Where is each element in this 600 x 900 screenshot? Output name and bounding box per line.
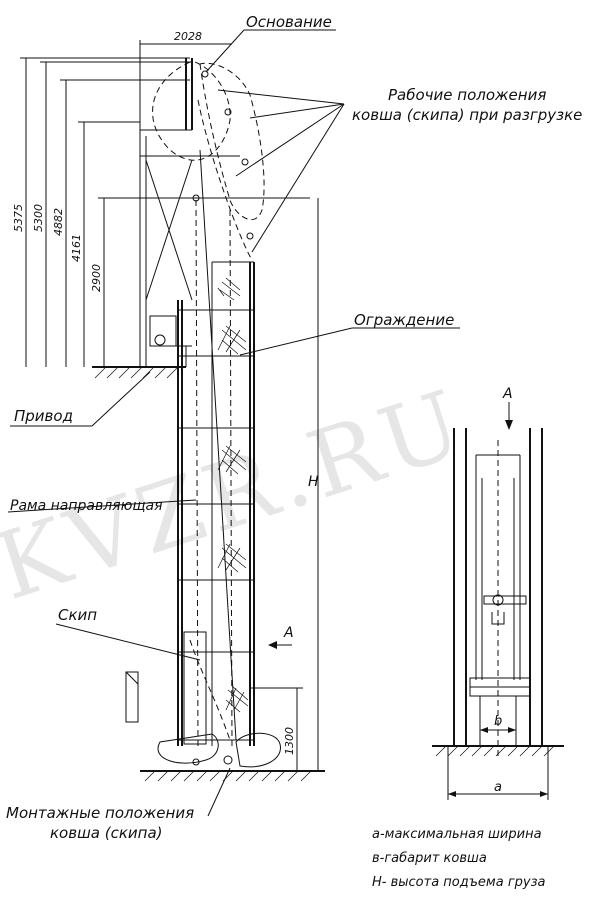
top-width-dimension	[139, 40, 232, 130]
view-a-title: A	[502, 386, 513, 402]
view-a-arrow-label: A	[283, 625, 294, 641]
legend-b: в-габарит ковша	[372, 851, 487, 866]
view-a-arrow	[268, 641, 292, 649]
dim-4882: 4882	[52, 208, 65, 236]
unloading-positions	[152, 61, 265, 261]
label-base: Основание	[246, 13, 332, 31]
label-working-positions-2: ковша (скипа) при разгрузке	[352, 106, 582, 124]
view-a	[432, 402, 564, 800]
h-dimension	[300, 198, 325, 772]
side-object	[125, 671, 139, 723]
guide-frame	[177, 149, 255, 747]
label-mounting-positions-2: ковша (скипа)	[50, 824, 163, 842]
dim-1300-lines	[250, 687, 303, 771]
dim-4161: 4161	[70, 234, 83, 262]
dim-b-label: b	[494, 714, 502, 729]
leaders	[7, 29, 460, 817]
skip-bottom	[157, 631, 281, 768]
dim-1300: 1300	[283, 727, 296, 755]
label-guide-frame: Рама направляющая	[10, 498, 163, 514]
dim-2900: 2900	[90, 264, 103, 292]
dim-2028: 2028	[174, 30, 202, 43]
vertical-dimensions	[20, 57, 310, 367]
ground-left	[92, 366, 325, 782]
legend-a: a-максимальная ширина	[372, 827, 542, 842]
label-fence: Ограждение	[354, 311, 454, 329]
label-skip: Скип	[58, 606, 97, 624]
dim-h: H	[308, 474, 319, 490]
label-mounting-positions-1: Монтажные положения	[6, 804, 194, 822]
upper-base-structure	[139, 58, 240, 367]
dim-a-label: a	[494, 780, 502, 795]
legend-h: Н- высота подъема груза	[372, 875, 546, 890]
label-working-positions-1: Рабочие положения	[388, 86, 546, 104]
dim-5300: 5300	[32, 204, 45, 232]
label-drive: Привод	[14, 407, 73, 425]
dim-5375: 5375	[12, 204, 25, 232]
